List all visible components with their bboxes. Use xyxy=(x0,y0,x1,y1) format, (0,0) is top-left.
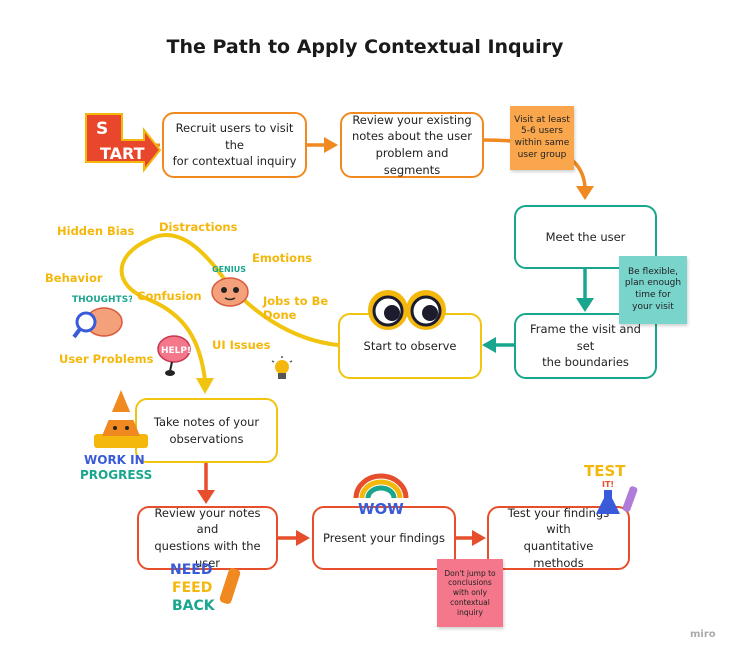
it-text: IT! xyxy=(602,480,614,489)
label-behavior: Behavior xyxy=(45,271,103,285)
step-review-existing-notes[interactable]: Review your existing notes about the use… xyxy=(340,112,484,178)
need-text: NEED xyxy=(170,562,212,578)
label-hidden-bias: Hidden Bias xyxy=(57,224,135,238)
wow-text: WOW xyxy=(358,500,404,518)
arrow-frame-to-observe xyxy=(482,337,515,353)
miro-watermark: miro xyxy=(690,629,716,640)
arrow-notes-to-review xyxy=(197,463,215,504)
sticky-note-visit-users[interactable]: Visit at least 5-6 users within same use… xyxy=(510,106,574,170)
start-tart-text: TART xyxy=(100,144,145,163)
back-text: BACK xyxy=(172,598,216,614)
thoughts-brain-icon: THOUGHTS? xyxy=(70,288,133,340)
test-it-flask-icon: TEST IT! xyxy=(580,460,646,522)
sticky-note-dont-jump[interactable]: Don't jump to conclusions with only cont… xyxy=(437,559,503,627)
rainbow-wow-icon: WOW xyxy=(348,468,414,518)
genius-text: GENIUS xyxy=(212,265,246,274)
arrow-present-to-test xyxy=(456,530,486,546)
label-emotions: Emotions xyxy=(252,251,313,265)
step-test-findings[interactable]: Test your findings with quantitative met… xyxy=(487,506,630,570)
help-text: HELP! xyxy=(161,346,191,356)
help-bubble-icon: HELP! xyxy=(156,333,192,377)
arrow-recruit-to-review xyxy=(307,137,338,153)
label-distractions: Distractions xyxy=(159,220,238,234)
arrow-review-to-present xyxy=(278,530,310,546)
sticky-note-be-flexible[interactable]: Be flexible, plan enough time for your v… xyxy=(619,256,687,324)
observation-loop xyxy=(119,233,339,394)
lightbulb-icon xyxy=(270,356,294,386)
start-sign-icon: S TART xyxy=(82,106,162,180)
label-user-problems: User Problems xyxy=(59,352,154,366)
need-feedback-icon: NEED FEED BACK xyxy=(166,558,244,618)
genius-brain-icon: GENIUS xyxy=(206,262,254,310)
start-s-text: S xyxy=(96,119,108,139)
feed-text: FEED xyxy=(172,580,212,596)
work-in-progress-cone-icon: WORK IN PROGRESS xyxy=(78,384,166,482)
work-in-text: WORK IN xyxy=(84,453,145,467)
arrow-meet-to-frame xyxy=(576,269,594,312)
label-jobs-to-be-done: Jobs to Be Done xyxy=(263,294,329,323)
step-present-findings[interactable]: Present your findings xyxy=(312,506,456,570)
progress-text: PROGRESS xyxy=(80,468,152,482)
step-frame-the-visit[interactable]: Frame the visit and set the boundaries xyxy=(514,313,657,379)
step-start-to-observe[interactable]: Start to observe xyxy=(338,313,482,379)
diagram-title: The Path to Apply Contextual Inquiry xyxy=(166,36,564,58)
label-ui-issues: UI Issues xyxy=(212,338,271,352)
label-confusion: Confusion xyxy=(137,289,202,303)
thoughts-text: THOUGHTS? xyxy=(72,295,132,305)
step-recruit-users[interactable]: Recruit users to visit the for contextua… xyxy=(162,112,307,178)
test-text: TEST xyxy=(584,462,626,480)
eyes-icon xyxy=(366,285,448,335)
step-review-with-user[interactable]: Review your notes and questions with the… xyxy=(137,506,278,570)
